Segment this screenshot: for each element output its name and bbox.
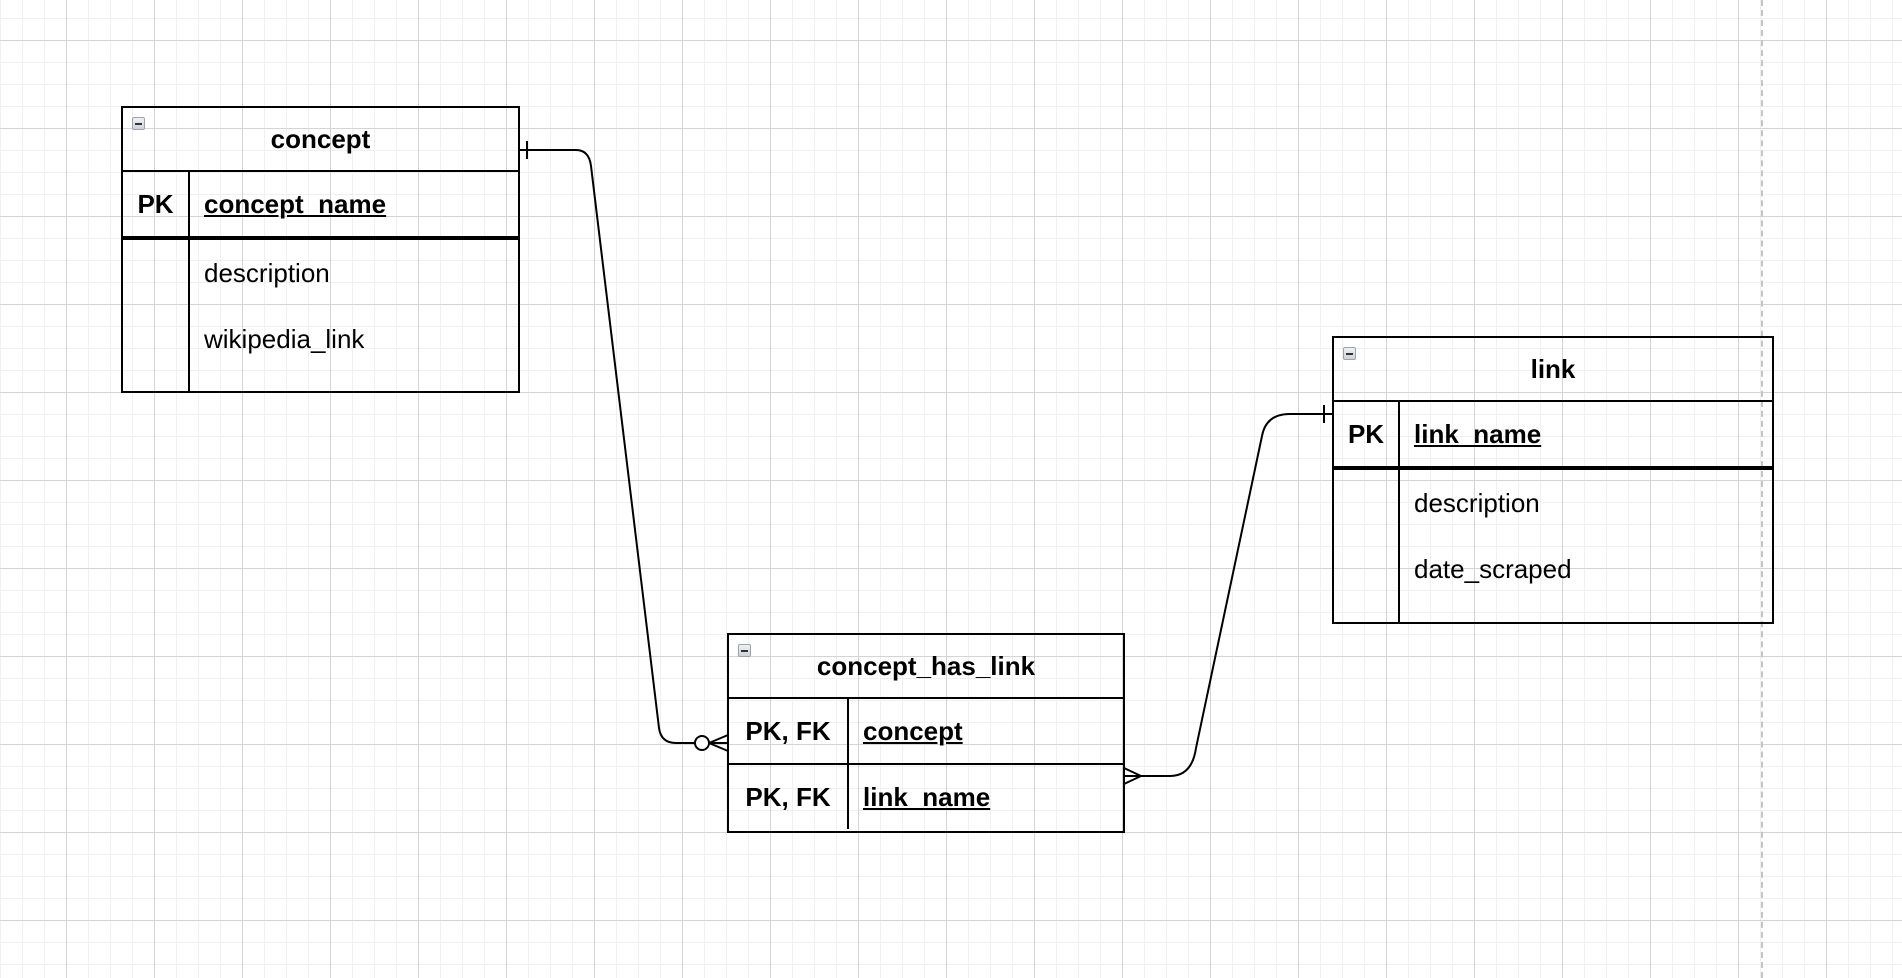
key-field: link_name	[863, 781, 991, 812]
attribute-field[interactable]: wikipedia_link	[204, 323, 365, 354]
entity-concept[interactable]: concept PK concept_name description wiki…	[121, 106, 520, 393]
entity-header[interactable]: link	[1334, 338, 1772, 402]
entity-title: link	[1530, 353, 1576, 384]
entity-header[interactable]: concept	[123, 108, 518, 172]
many-marker-icon	[1123, 767, 1142, 785]
key-field: link_name	[1414, 418, 1542, 449]
key-field: concept_name	[204, 188, 387, 219]
attribute-list: description date_scraped	[1400, 470, 1772, 622]
key-row[interactable]: PK, FK concept	[729, 699, 1123, 765]
attribute-list: description wikipedia_link	[190, 240, 518, 391]
collapse-minus-icon[interactable]	[738, 644, 751, 657]
key-type: PK, FK	[729, 765, 849, 829]
attribute-field[interactable]: description	[1414, 487, 1540, 518]
key-row[interactable]: PK concept_name	[123, 172, 518, 238]
page-break-line	[1761, 0, 1763, 978]
key-type-empty	[123, 240, 190, 391]
entity-title: concept_has_link	[816, 650, 1036, 681]
relationship-concept-to-concept-has-link[interactable]	[519, 149, 695, 744]
attribute-field[interactable]: date_scraped	[1414, 553, 1572, 584]
entity-link[interactable]: link PK link_name description date_scrap…	[1332, 336, 1774, 624]
relationship-link-to-concept-has-link[interactable]	[1124, 413, 1333, 777]
key-type: PK, FK	[729, 699, 849, 763]
key-type: PK	[1334, 402, 1400, 466]
entity-title: concept	[270, 123, 371, 154]
collapse-minus-icon[interactable]	[132, 117, 145, 130]
attribute-block: description date_scraped	[1334, 468, 1772, 622]
zero-marker-icon	[694, 735, 710, 751]
key-row[interactable]: PK link_name	[1334, 402, 1772, 468]
entity-header[interactable]: concept_has_link	[729, 635, 1123, 699]
key-type-empty	[1334, 470, 1400, 622]
key-type: PK	[123, 172, 190, 236]
collapse-minus-icon[interactable]	[1343, 347, 1356, 360]
key-row[interactable]: PK, FK link_name	[729, 765, 1123, 829]
attribute-field[interactable]: description	[204, 257, 330, 288]
entity-concept-has-link[interactable]: concept_has_link PK, FK concept PK, FK l…	[727, 633, 1125, 833]
key-field: concept	[863, 715, 963, 746]
many-marker-icon	[708, 734, 729, 752]
attribute-block: description wikipedia_link	[123, 238, 518, 391]
